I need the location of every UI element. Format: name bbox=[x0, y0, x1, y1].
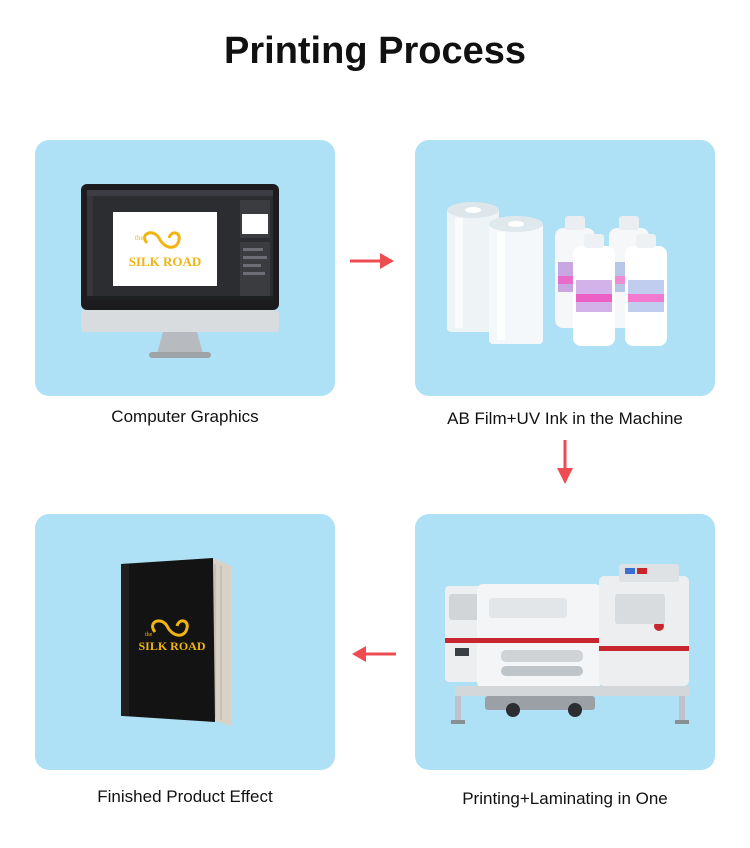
step-caption: Printing+Laminating in One bbox=[462, 789, 668, 808]
logo-main-text: SILK ROAD bbox=[129, 254, 202, 269]
arrow-left-icon bbox=[352, 646, 396, 662]
silk-road-logo-icon bbox=[143, 231, 181, 249]
ink-bottle bbox=[625, 234, 667, 346]
arrow-down-icon bbox=[557, 440, 573, 484]
step-caption: Computer Graphics bbox=[111, 407, 259, 426]
step-card-computer-graphics: the SILK ROAD bbox=[35, 140, 335, 396]
step-caption: Finished Product Effect bbox=[97, 787, 273, 806]
film-rolls-and-ink-bottles-image bbox=[447, 202, 667, 346]
step-card-ab-film-uv-ink bbox=[415, 140, 715, 396]
silk-road-logo-icon bbox=[151, 619, 189, 637]
printer-machine-image bbox=[445, 564, 689, 724]
printed-book-image: the SILK ROAD bbox=[121, 558, 231, 726]
step-caption: AB Film+UV Ink in the Machine bbox=[447, 409, 683, 428]
logo-main-text: SILK ROAD bbox=[138, 639, 205, 653]
page-title: Printing Process bbox=[224, 30, 526, 72]
step-card-printing-laminating bbox=[415, 514, 715, 770]
logo-small-text: the bbox=[135, 234, 144, 242]
monitor-image: the SILK ROAD bbox=[81, 184, 279, 358]
step-card-finished-product: the SILK ROAD bbox=[35, 514, 335, 770]
logo-small-text: the bbox=[145, 632, 153, 638]
ink-bottle bbox=[573, 234, 615, 346]
arrow-right-icon bbox=[350, 253, 394, 269]
